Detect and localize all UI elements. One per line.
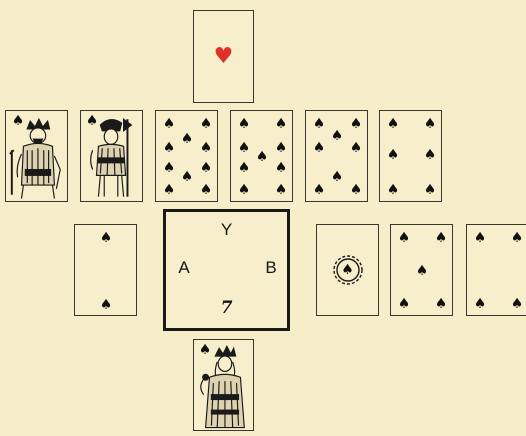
spade-pip: ♠ <box>237 117 251 131</box>
spade-pip: ♠ <box>415 264 429 278</box>
spade-pip: ♠ <box>423 148 437 162</box>
spade-pip: ♠ <box>199 161 213 175</box>
spade-pip: ♠ <box>349 183 363 197</box>
spade-pip: ♠ <box>274 141 288 155</box>
spade-pip: ♠ <box>330 129 344 143</box>
spade-pip: ♠ <box>341 263 355 277</box>
spade-pip: ♠ <box>434 297 448 311</box>
six-of-spades-card: ♠ ♠ ♠ ♠ ♠ ♠ <box>379 110 442 202</box>
spade-pip: ♠ <box>349 141 363 155</box>
spade-pip: ♠ <box>423 117 437 131</box>
spade-pip: ♠ <box>162 161 176 175</box>
spade-pip: ♠ <box>397 231 411 245</box>
queen-of-spades-card: ♠ <box>193 339 254 431</box>
spade-pip: ♠ <box>162 117 176 131</box>
spade-pip: ♠ <box>99 298 113 312</box>
table-diagram: Y A B 7 <box>163 209 290 331</box>
spade-pip: ♠ <box>255 150 269 164</box>
spade-pip: ♠ <box>312 183 326 197</box>
spade-pip: ♠ <box>349 117 363 131</box>
spade-pip: ♠ <box>180 170 194 184</box>
king-of-spades-card: ♠ <box>5 110 68 202</box>
spade-pip: ♠ <box>11 114 25 128</box>
spade-pip: ♠ <box>199 183 213 197</box>
four-of-spades-card: ♠ ♠ ♠ ♠ <box>466 224 526 316</box>
spade-pip: ♠ <box>274 183 288 197</box>
spade-pip: ♠ <box>85 114 99 128</box>
spade-pip: ♠ <box>237 183 251 197</box>
spade-pip: ♠ <box>330 170 344 184</box>
board-north-label: Y <box>221 220 232 240</box>
board-south-number: 7 <box>221 298 233 318</box>
ace-of-hearts-card: ♥ <box>193 10 254 103</box>
board-west-label: A <box>178 258 189 278</box>
spade-pip: ♠ <box>99 231 113 245</box>
spade-pip: ♠ <box>397 297 411 311</box>
spade-pip: ♠ <box>386 117 400 131</box>
nine-of-spades-card: ♠ ♠ ♠ ♠ ♠ ♠ ♠ ♠ ♠ <box>230 110 293 202</box>
spade-pip: ♠ <box>434 231 448 245</box>
spade-pip: ♠ <box>312 141 326 155</box>
jack-of-spades-card: ♠ <box>80 110 143 202</box>
spade-pip: ♠ <box>162 141 176 155</box>
spade-pip: ♠ <box>199 141 213 155</box>
two-of-spades-card: ♠ ♠ <box>74 224 137 316</box>
spade-pip: ♠ <box>510 297 524 311</box>
spade-pip: ♠ <box>386 183 400 197</box>
heart-pip: ♥ <box>213 46 235 68</box>
spade-pip: ♠ <box>180 132 194 146</box>
spade-pip: ♠ <box>237 141 251 155</box>
spade-pip: ♠ <box>423 183 437 197</box>
spade-pip: ♠ <box>162 183 176 197</box>
spade-pip: ♠ <box>274 117 288 131</box>
spade-pip: ♠ <box>473 231 487 245</box>
spade-pip: ♠ <box>199 117 213 131</box>
ace-of-spades-card: ♠ <box>316 224 379 316</box>
spade-pip: ♠ <box>386 148 400 162</box>
ten-of-spades-card: ♠ ♠ ♠ ♠ ♠ ♠ ♠ ♠ ♠ ♠ <box>155 110 218 202</box>
spade-pip: ♠ <box>510 231 524 245</box>
board-east-label: B <box>265 258 276 278</box>
spade-pip: ♠ <box>473 297 487 311</box>
spade-pip: ♠ <box>198 343 212 357</box>
spade-pip: ♠ <box>312 117 326 131</box>
spade-pip: ♠ <box>237 161 251 175</box>
eight-of-spades-card: ♠ ♠ ♠ ♠ ♠ ♠ ♠ ♠ <box>305 110 368 202</box>
five-of-spades-card: ♠ ♠ ♠ ♠ ♠ <box>390 224 453 316</box>
spade-pip: ♠ <box>274 161 288 175</box>
